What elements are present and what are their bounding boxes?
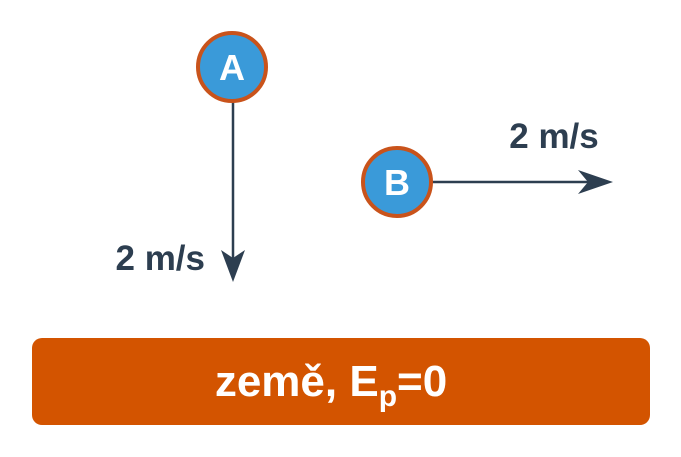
ball-a: A: [196, 31, 268, 103]
ball-a-velocity-vector: [221, 100, 245, 282]
ball-a-velocity-label: 2 m/s: [116, 239, 206, 278]
ball-b-velocity-vector: [430, 170, 613, 194]
ball-b-letter: B: [384, 162, 410, 203]
ball-b-vector-arrowhead: [578, 170, 613, 194]
ball-a-vector-arrowhead: [221, 250, 245, 282]
ball-b-circle: [361, 146, 433, 218]
ball-b-velocity-label: 2 m/s: [509, 117, 599, 156]
ball-a-letter: A: [219, 47, 245, 88]
ground-label-main: země, E: [215, 357, 379, 406]
ground-bar: [32, 338, 650, 425]
ball-a-circle: [196, 31, 268, 103]
ground-label-subscript: p: [379, 380, 397, 413]
ball-b: B: [361, 146, 433, 218]
ground-label: země, Ep=0: [215, 357, 447, 413]
ground-label-tail: =0: [397, 357, 447, 406]
ground: země, Ep=0: [32, 338, 650, 425]
